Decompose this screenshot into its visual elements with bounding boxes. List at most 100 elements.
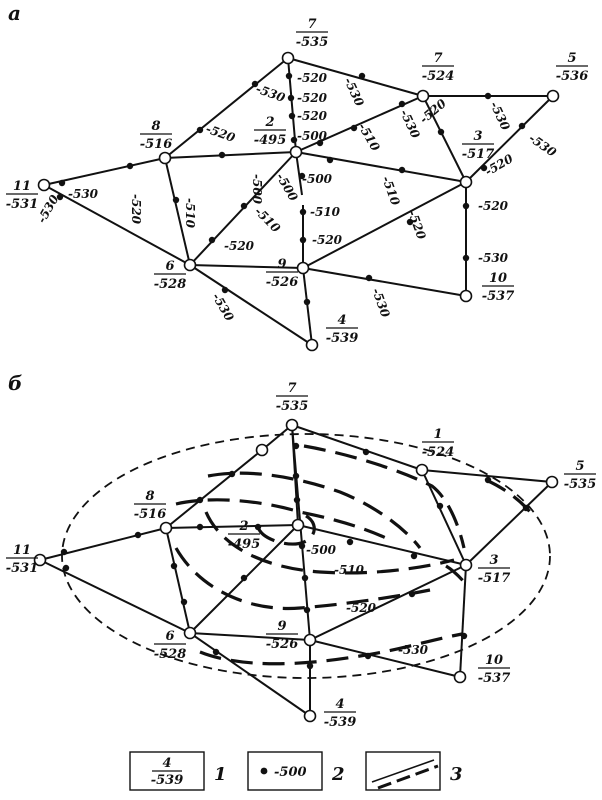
isoline-label: -530 — [341, 75, 367, 109]
isoline-label: -500 — [273, 171, 300, 205]
edge — [465, 95, 554, 183]
isoline-upper-2 — [207, 471, 422, 549]
isoline-label: -510 — [379, 174, 403, 208]
isoline-dot — [410, 552, 418, 560]
panel-b: б — [6, 371, 597, 730]
isoline-dot — [285, 72, 293, 80]
node-value: -516 — [134, 507, 167, 522]
well-node — [255, 443, 269, 457]
node-label: 4 -539 — [324, 697, 357, 730]
isoline-label: -530 — [526, 131, 559, 160]
node-label: 3 -517 — [462, 129, 495, 162]
isoline-dot — [292, 442, 300, 450]
node-value: -539 — [326, 331, 359, 346]
node-number: 4 — [337, 313, 346, 328]
isoline-dot — [398, 100, 406, 108]
isoline-dot — [290, 136, 298, 144]
node-label: 11 -531 — [6, 179, 39, 212]
isoline-dot — [298, 542, 306, 550]
isoline-label: -500 — [306, 543, 337, 557]
edge — [164, 57, 289, 159]
node-label: 5 -536 — [556, 51, 589, 84]
isoline-label: -520 — [224, 239, 255, 253]
panel-b-nodes — [33, 418, 559, 723]
panel-b-isolines — [174, 444, 532, 666]
node-number: 8 — [145, 489, 154, 504]
isoline-label: -530 — [254, 82, 288, 106]
isoline-dot — [172, 196, 180, 204]
well-node — [33, 553, 47, 567]
isoline-dot — [316, 139, 324, 147]
edge — [165, 524, 299, 529]
isoline-dot — [362, 448, 370, 456]
node-value: -495 — [254, 133, 287, 148]
isoline-dot — [358, 72, 366, 80]
isoline-label: -530 — [209, 291, 236, 325]
legend: 4 -539 1 -500 2 3 — [129, 751, 463, 791]
node-value: -528 — [154, 647, 187, 662]
edge — [459, 564, 467, 678]
node-number: 9 — [277, 619, 286, 634]
edge — [164, 151, 297, 159]
isoline-label: -530 — [478, 251, 509, 265]
isoline-label: -520 — [204, 122, 238, 146]
edge — [295, 151, 467, 183]
well-node — [303, 633, 317, 647]
isoline-dot — [251, 80, 259, 88]
isoline-510 — [204, 511, 455, 575]
isoline-dot — [221, 286, 229, 294]
isoline-dot — [293, 496, 301, 504]
panel-b-node-labels: 7 -535 1 -524 5 -535 8 -516 2 — [6, 381, 597, 730]
node-number: 10 — [485, 653, 503, 668]
node-number: 1 — [433, 427, 442, 442]
isoline-dot — [306, 662, 314, 670]
node-number: 11 — [13, 179, 31, 194]
isoline-dot — [298, 172, 306, 180]
node-number: 11 — [13, 543, 31, 558]
isoline-label: -520 — [405, 208, 429, 242]
isoline-label: -530 — [397, 107, 423, 141]
node-value: -531 — [6, 561, 39, 576]
node-label: 1 -524 — [422, 427, 455, 460]
edge — [189, 632, 311, 641]
isoline-label: -530 — [369, 286, 393, 320]
legend-index: 3 — [450, 764, 463, 785]
well-node — [459, 558, 473, 572]
node-label: 9 -526 — [266, 619, 299, 652]
isoline-dot — [58, 179, 66, 187]
isoline-label: -520 — [129, 194, 143, 225]
well-node — [159, 521, 173, 535]
isoline-label: -520 — [346, 601, 377, 615]
node-label: 2 -495 — [228, 519, 261, 552]
node-label: 5 -535 — [564, 459, 597, 492]
isoline-dot — [299, 236, 307, 244]
isoline-dot — [60, 548, 68, 556]
well-node — [303, 709, 317, 723]
well-node — [453, 670, 467, 684]
node-label: 7 -535 — [296, 17, 329, 50]
node-number: 5 — [567, 51, 576, 66]
isoline-dot — [287, 94, 295, 102]
edge — [165, 449, 263, 529]
isoline-dot — [56, 193, 64, 201]
panel-b-dots — [60, 442, 530, 670]
well-node — [183, 626, 197, 640]
node-number: 8 — [151, 119, 160, 134]
edge — [291, 424, 423, 471]
edge — [302, 267, 313, 346]
edge — [287, 57, 424, 97]
isoline-dot — [196, 126, 204, 134]
isoline-dot — [326, 156, 334, 164]
isoline-530 — [199, 632, 463, 666]
isoline-label: -510 — [334, 563, 365, 577]
well-node — [289, 145, 303, 159]
node-value: -535 — [276, 399, 309, 414]
isoline-dot — [518, 122, 526, 130]
isoline-label: -510 — [310, 205, 341, 219]
well-node — [281, 51, 295, 65]
panel-a: а — [6, 1, 589, 352]
isoline-dot — [218, 151, 226, 159]
isoline-dot — [180, 598, 188, 606]
node-number: 10 — [489, 271, 507, 286]
